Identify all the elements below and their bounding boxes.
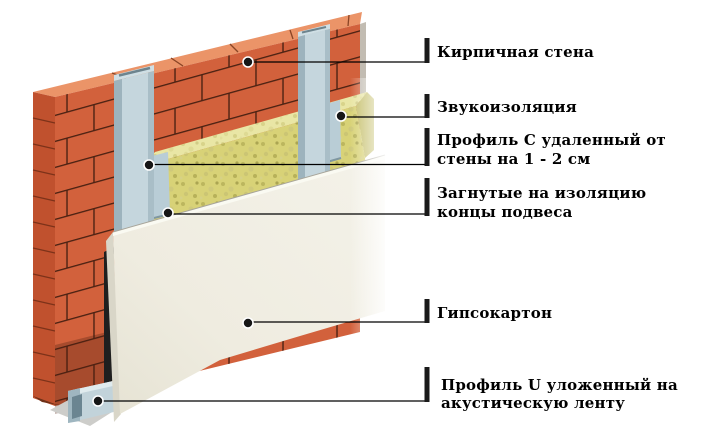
brick-wall-side-courses (32, 117, 56, 384)
label-profile-u-line2: акустическую ленту (441, 394, 625, 412)
c-profile-left-channel-slot (118, 66, 151, 77)
callout-profile-u: Профиль U уложенный на акустическую лент… (92, 367, 678, 412)
label-profile-c-line2: стены на 1 - 2 см (437, 150, 590, 168)
label-hanger-ends-line2: концы подвеса (437, 203, 573, 221)
leader-dot (92, 395, 104, 407)
label-brick-wall: Кирпичная стена (437, 43, 594, 61)
drywall-panel (106, 154, 386, 422)
leader-dot (242, 317, 254, 329)
c-profile-right-web (305, 30, 325, 194)
label-bar (424, 367, 430, 402)
c-profile-right (298, 24, 330, 196)
u-profile-top-highlight (68, 379, 122, 396)
callout-profile-c: Профиль C удаленный от стены на 1 - 2 см (143, 128, 666, 171)
leader-dot (242, 56, 254, 68)
label-bar (424, 178, 430, 216)
callout-brick-wall: Кирпичная стена (242, 38, 594, 68)
callout-hanger-ends: Загнутые на изоляцию концы подвеса (162, 178, 646, 221)
right-fade (350, 78, 400, 370)
drywall-top-edge-strip (113, 155, 385, 236)
leader-dot (162, 207, 174, 219)
brick-wall-cut-edge (360, 22, 366, 95)
drywall-left-edge (106, 232, 121, 422)
c-profile-left-web (122, 72, 148, 242)
c-profile-right-channel-slot (301, 26, 327, 34)
label-bar (424, 128, 430, 166)
c-profile-right-return (325, 29, 330, 190)
callout-sound-insulation: Звукоизоляция (335, 94, 577, 122)
label-sound-insulation: Звукоизоляция (437, 98, 577, 116)
label-hanger-ends-line1: Загнутые на изоляцию (437, 184, 646, 202)
drywall-front-face (113, 155, 385, 414)
c-profile-left-flange (114, 79, 122, 244)
hanger-tab-left (152, 152, 170, 218)
u-profile-channel-slot (72, 394, 82, 419)
drywall-top-edge-line (112, 154, 386, 233)
label-profile-c-line1: Профиль C удаленный от (437, 131, 666, 149)
label-bar (424, 94, 430, 118)
label-profile-u-line1: Профиль U уложенный на (441, 376, 678, 394)
c-profile-right-flange (298, 35, 305, 196)
c-profile-left (114, 65, 154, 244)
leader-dot (143, 159, 155, 171)
label-bar (424, 299, 430, 323)
label-drywall: Гипсокартон (437, 304, 552, 322)
label-bar (424, 38, 430, 63)
callout-drywall: Гипсокартон (242, 299, 552, 329)
leader-dot (335, 110, 347, 122)
c-profile-left-return (148, 71, 154, 240)
